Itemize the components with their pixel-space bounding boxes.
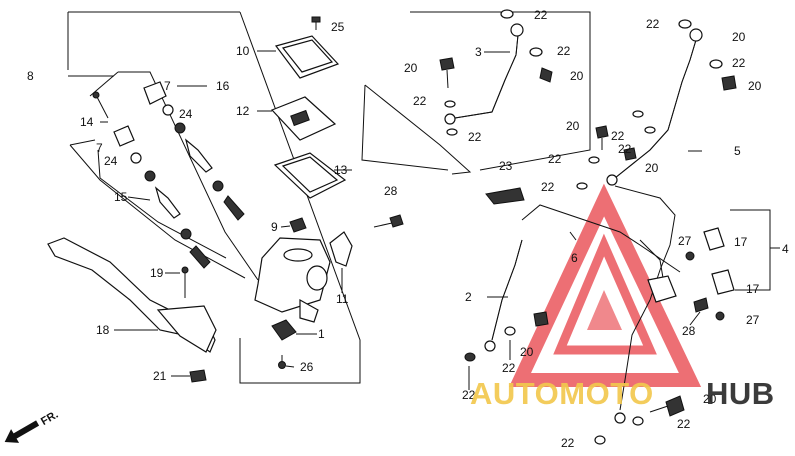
- callout-22-i: 22: [646, 17, 660, 31]
- callout-22-c: 22: [413, 94, 427, 108]
- callout-22-b: 22: [557, 44, 571, 58]
- callout-20-d: 20: [732, 30, 746, 44]
- brake-lever: [47, 237, 217, 383]
- front-label: FR.: [39, 409, 60, 428]
- callout-22-e: 22: [548, 152, 562, 166]
- callout-27-b: 27: [746, 313, 760, 327]
- callout-labels: 25 10 12 13 9 11 1 26 8 7 16 24 14 7 24 …: [27, 8, 789, 450]
- brake-hoses: [444, 23, 735, 424]
- callout-11: 11: [336, 292, 349, 306]
- callout-22-f: 22: [541, 180, 555, 194]
- callout-16: 16: [216, 79, 230, 93]
- callout-22-g: 22: [502, 361, 516, 375]
- callout-22-k: 22: [611, 129, 625, 143]
- callout-24-upper: 24: [179, 107, 193, 121]
- frame-lines: [67, 11, 780, 384]
- callout-28-b: 28: [682, 324, 696, 338]
- master-cylinder-parts: [254, 16, 404, 369]
- callout-20-b: 20: [570, 69, 584, 83]
- watermark-text-b: HUB: [706, 376, 775, 411]
- watermark-text: AUTOMOTO HUB: [470, 376, 775, 411]
- callout-12: 12: [236, 104, 250, 118]
- leader-lines: [100, 50, 702, 390]
- callout-20-e: 20: [748, 79, 762, 93]
- callout-22-d: 22: [468, 130, 482, 144]
- callout-20-g: 20: [645, 161, 659, 175]
- callout-20-f: 20: [566, 119, 580, 133]
- callout-23: 23: [499, 159, 513, 173]
- callout-20-a: 20: [404, 61, 418, 75]
- callout-13: 13: [334, 163, 348, 177]
- callout-3: 3: [475, 45, 482, 59]
- callout-1: 1: [318, 327, 325, 341]
- callout-22-n: 22: [561, 436, 575, 450]
- callout-2: 2: [465, 290, 472, 304]
- callout-4: 4: [782, 242, 789, 256]
- callout-22-l: 22: [618, 142, 632, 156]
- piston-kit-parts: [92, 81, 245, 269]
- callout-5: 5: [734, 144, 741, 158]
- callout-7-lower: 7: [96, 141, 103, 155]
- bolts-and-washers: [439, 9, 737, 445]
- callout-18: 18: [96, 323, 110, 337]
- callout-6: 6: [571, 251, 578, 265]
- callout-15: 15: [114, 190, 128, 204]
- callout-17-a: 17: [734, 235, 748, 249]
- callout-22-h: 22: [462, 388, 476, 402]
- callout-21: 21: [153, 369, 167, 383]
- callout-10: 10: [236, 44, 250, 58]
- callout-25: 25: [331, 20, 345, 34]
- watermark-logo: [509, 183, 702, 387]
- callout-24-lower: 24: [104, 154, 118, 168]
- callout-20-c: 20: [520, 345, 534, 359]
- callout-22-m: 22: [677, 417, 691, 431]
- callout-17-b: 17: [746, 282, 760, 296]
- callout-20-h: 20: [703, 392, 717, 406]
- callout-8: 8: [27, 69, 34, 83]
- callout-9: 9: [271, 220, 278, 234]
- callout-19: 19: [150, 266, 164, 280]
- callout-26: 26: [300, 360, 314, 374]
- callout-28-a: 28: [384, 184, 398, 198]
- watermark-text-a: AUTOMOTO: [470, 376, 654, 411]
- callout-14: 14: [80, 115, 94, 129]
- callout-27-a: 27: [678, 234, 692, 248]
- callout-22-a: 22: [534, 8, 548, 22]
- front-direction-marker: FR.: [4, 409, 60, 443]
- callout-22-j: 22: [732, 56, 746, 70]
- callout-7-upper: 7: [164, 79, 171, 93]
